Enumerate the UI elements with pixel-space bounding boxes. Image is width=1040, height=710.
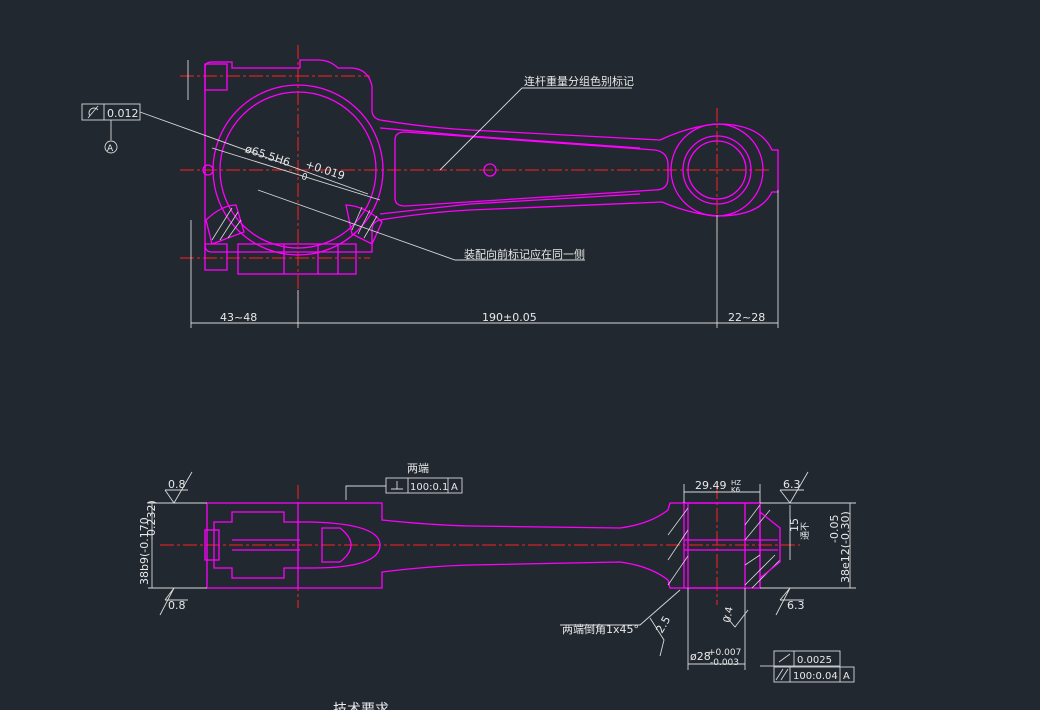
roughness-symbol-small	[724, 609, 749, 628]
datum-circle	[104, 140, 118, 154]
left-height-dim-2: -0.232)	[145, 500, 158, 540]
hole-note: 通不	[800, 522, 811, 540]
leader-assembly-note	[257, 189, 585, 261]
leader-cylindricity	[139, 111, 369, 195]
bore-tol-lower: 0	[300, 172, 309, 183]
side-inner-pocket	[321, 527, 352, 563]
dim-left-label: 43~48	[220, 311, 257, 324]
assembly-mark-note: 装配向前标记应在同一侧	[464, 247, 585, 261]
parallel-value: 100:0.04	[793, 671, 838, 682]
cyl2-value: 0.0025	[797, 655, 832, 666]
width-tol: HZ	[731, 479, 741, 487]
bolt-nut-bottom	[237, 243, 357, 275]
weight-group-note: 连杆重量分组色别标记	[524, 74, 634, 88]
rough-bottom-left: 0.8	[168, 599, 186, 612]
chamfer-leader	[560, 589, 681, 626]
left-height-dim: 38b9(-0.170	[138, 517, 151, 585]
side-bolt-head	[204, 529, 220, 561]
perpendicularity-icon	[391, 481, 403, 490]
parallelism-frame	[773, 666, 855, 683]
chamfer-note: 两端倒角1x45°	[562, 623, 639, 636]
small-bore-dim: ø28	[690, 650, 711, 663]
cylindricity-frame-2	[773, 650, 841, 667]
roughness-symbol-bottom-right	[775, 587, 804, 616]
roughness-symbol-chamfer	[649, 617, 665, 657]
perp-frame-datum: A	[451, 482, 458, 493]
oil-hole	[483, 163, 497, 177]
right-height-dim: 38e12(-0.30)	[839, 511, 852, 583]
roughness-symbol-top-left	[164, 471, 193, 504]
dim-center-label: 190±0.05	[482, 311, 537, 324]
front-view	[81, 45, 779, 328]
small-end-mid	[682, 135, 752, 205]
small-bore-tol-upper: +0.007	[708, 648, 741, 658]
hole-dimension: 15	[788, 518, 801, 532]
width-dimension: 29.49	[695, 479, 727, 492]
bore-dim-line	[211, 147, 381, 201]
small-end-bore	[687, 140, 747, 200]
rough-small: 0.4	[722, 606, 736, 624]
parallel-datum: A	[843, 671, 850, 682]
cylindricity-icon	[87, 105, 99, 119]
big-bore	[219, 91, 377, 249]
side-inner-cavity	[213, 511, 381, 579]
cylindricity-icon-2	[778, 653, 791, 663]
perp-frame	[385, 477, 463, 494]
side-view	[148, 471, 856, 683]
perp-frame-value: 100:0.1	[410, 482, 448, 493]
right-height-tol: -0.05	[828, 515, 841, 543]
small-bore-tol-lower: -0.003	[710, 658, 739, 668]
width-tol-2: K6	[731, 486, 741, 494]
rough-chamfer: 2.5	[653, 614, 673, 636]
datum-label: A	[107, 144, 114, 154]
dim-right-label: 22~28	[728, 311, 765, 324]
rough-top-left: 0.8	[168, 478, 186, 491]
parallelism-icon	[775, 668, 789, 681]
tech-requirements-heading: 技术要求	[333, 702, 389, 710]
shank-inner-relief-3	[379, 193, 641, 215]
rough-bottom-right: 6.3	[787, 599, 805, 612]
small-end-section	[683, 502, 761, 589]
cylindricity-value: 0.012	[107, 107, 139, 120]
perp-frame-leader	[345, 485, 386, 500]
shank-inner-relief-2	[379, 127, 641, 149]
bolt-head-bottom	[204, 243, 228, 271]
both-ends-note: 两端	[407, 462, 429, 475]
leader-weight-note	[439, 87, 632, 171]
locating-hole	[202, 164, 214, 176]
rough-top-right: 6.3	[783, 478, 801, 491]
roughness-symbol-top-right	[779, 471, 809, 504]
bolt-head-top	[204, 63, 228, 91]
big-end-hatching	[205, 204, 383, 245]
roughness-symbol-bottom-left	[159, 587, 188, 616]
shank-inner-relief	[394, 131, 669, 207]
